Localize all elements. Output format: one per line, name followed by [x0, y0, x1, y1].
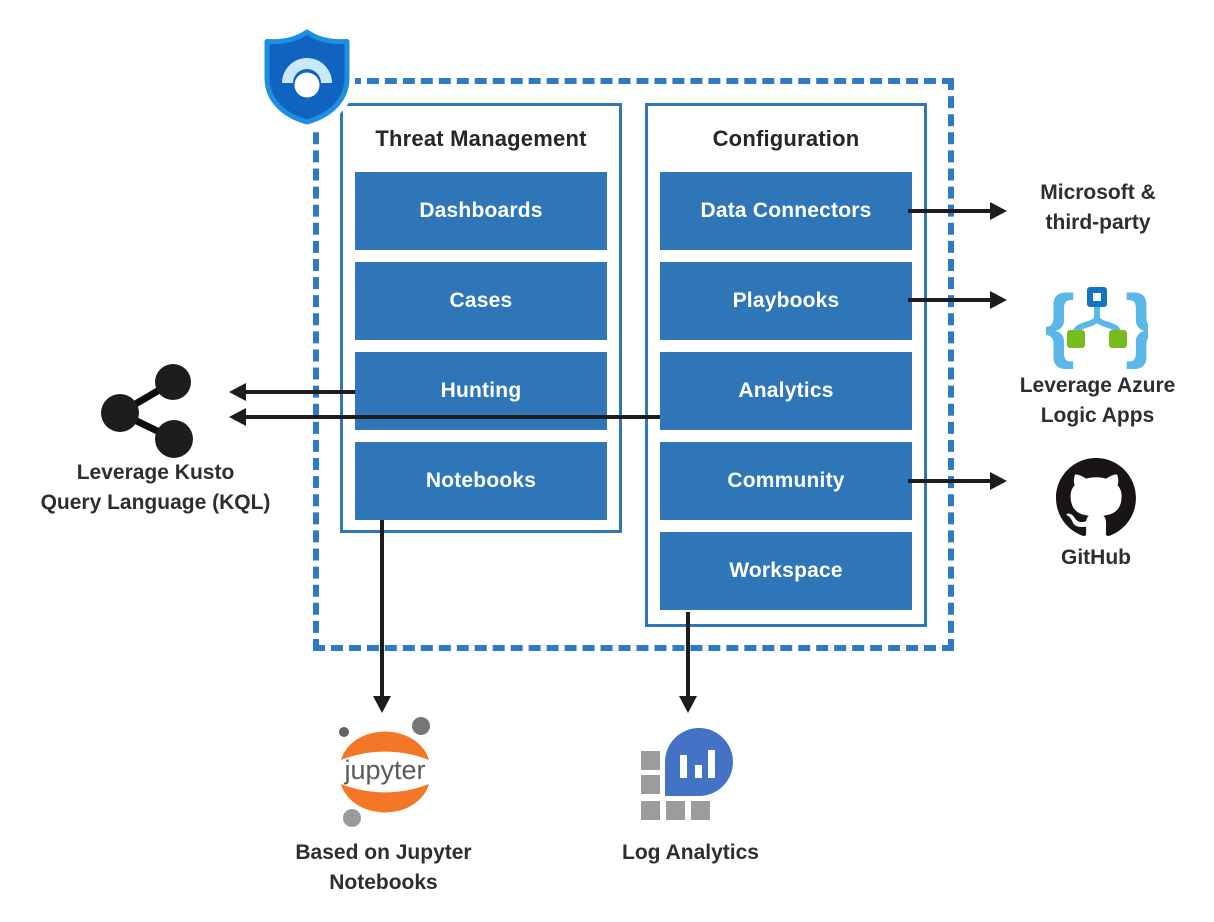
arrow-head [229, 408, 246, 426]
arrow-line [908, 209, 992, 213]
arrow-head [990, 472, 1007, 490]
sentinel-boundary-frame [313, 78, 954, 651]
azure-sentinel-shield-icon [259, 26, 355, 128]
arrow-line [245, 415, 660, 419]
log-analytics-label: Log Analytics [622, 841, 759, 864]
arrow-head [990, 202, 1007, 220]
arrow-head [373, 696, 391, 713]
configuration-box: Configuration Data Connectors Playbooks … [645, 103, 927, 627]
arrow-line [380, 520, 384, 697]
kusto-share-icon [101, 364, 193, 458]
threat-management-rows: Dashboards Cases Hunting Notebooks [343, 172, 619, 520]
arrow-line [908, 479, 992, 483]
configuration-title: Configuration [712, 126, 860, 151]
row-data-connectors: Data Connectors [660, 172, 912, 250]
jupyter-logo-text: jupyter [343, 755, 425, 785]
microsoft-third-party-label: Microsoft & third-party [1040, 181, 1156, 235]
arrow-head [990, 291, 1007, 309]
github-label: GitHub [1061, 546, 1131, 569]
arrow-line [686, 612, 690, 697]
row-community: Community [660, 442, 912, 520]
arrow-head [229, 383, 246, 401]
row-analytics: Analytics [660, 352, 912, 430]
configuration-rows: Data Connectors Playbooks Analytics Comm… [648, 172, 924, 610]
arrow-line [245, 390, 355, 394]
arrow-line [908, 298, 992, 302]
kql-label: Leverage Kusto Query Language (KQL) [40, 461, 271, 515]
log-analytics-icon [641, 728, 733, 820]
brace-left: { [1046, 283, 1075, 370]
threat-management-title: Threat Management [375, 126, 587, 151]
row-notebooks: Notebooks [355, 442, 607, 520]
logic-apps-label: Leverage Azure Logic Apps [1019, 374, 1176, 428]
jupyter-label: Based on Jupyter Notebooks [295, 841, 472, 895]
arrow-head [679, 696, 697, 713]
threat-management-box: Threat Management Dashboards Cases Hunti… [340, 103, 622, 533]
brace-right: } [1125, 283, 1148, 370]
github-octocat-icon [1056, 458, 1136, 537]
row-cases: Cases [355, 262, 607, 340]
row-playbooks: Playbooks [660, 262, 912, 340]
row-dashboards: Dashboards [355, 172, 607, 250]
jupyter-logo: jupyter [339, 717, 430, 827]
azure-logic-apps-icon: { } [1046, 283, 1148, 370]
row-workspace: Workspace [660, 532, 912, 610]
